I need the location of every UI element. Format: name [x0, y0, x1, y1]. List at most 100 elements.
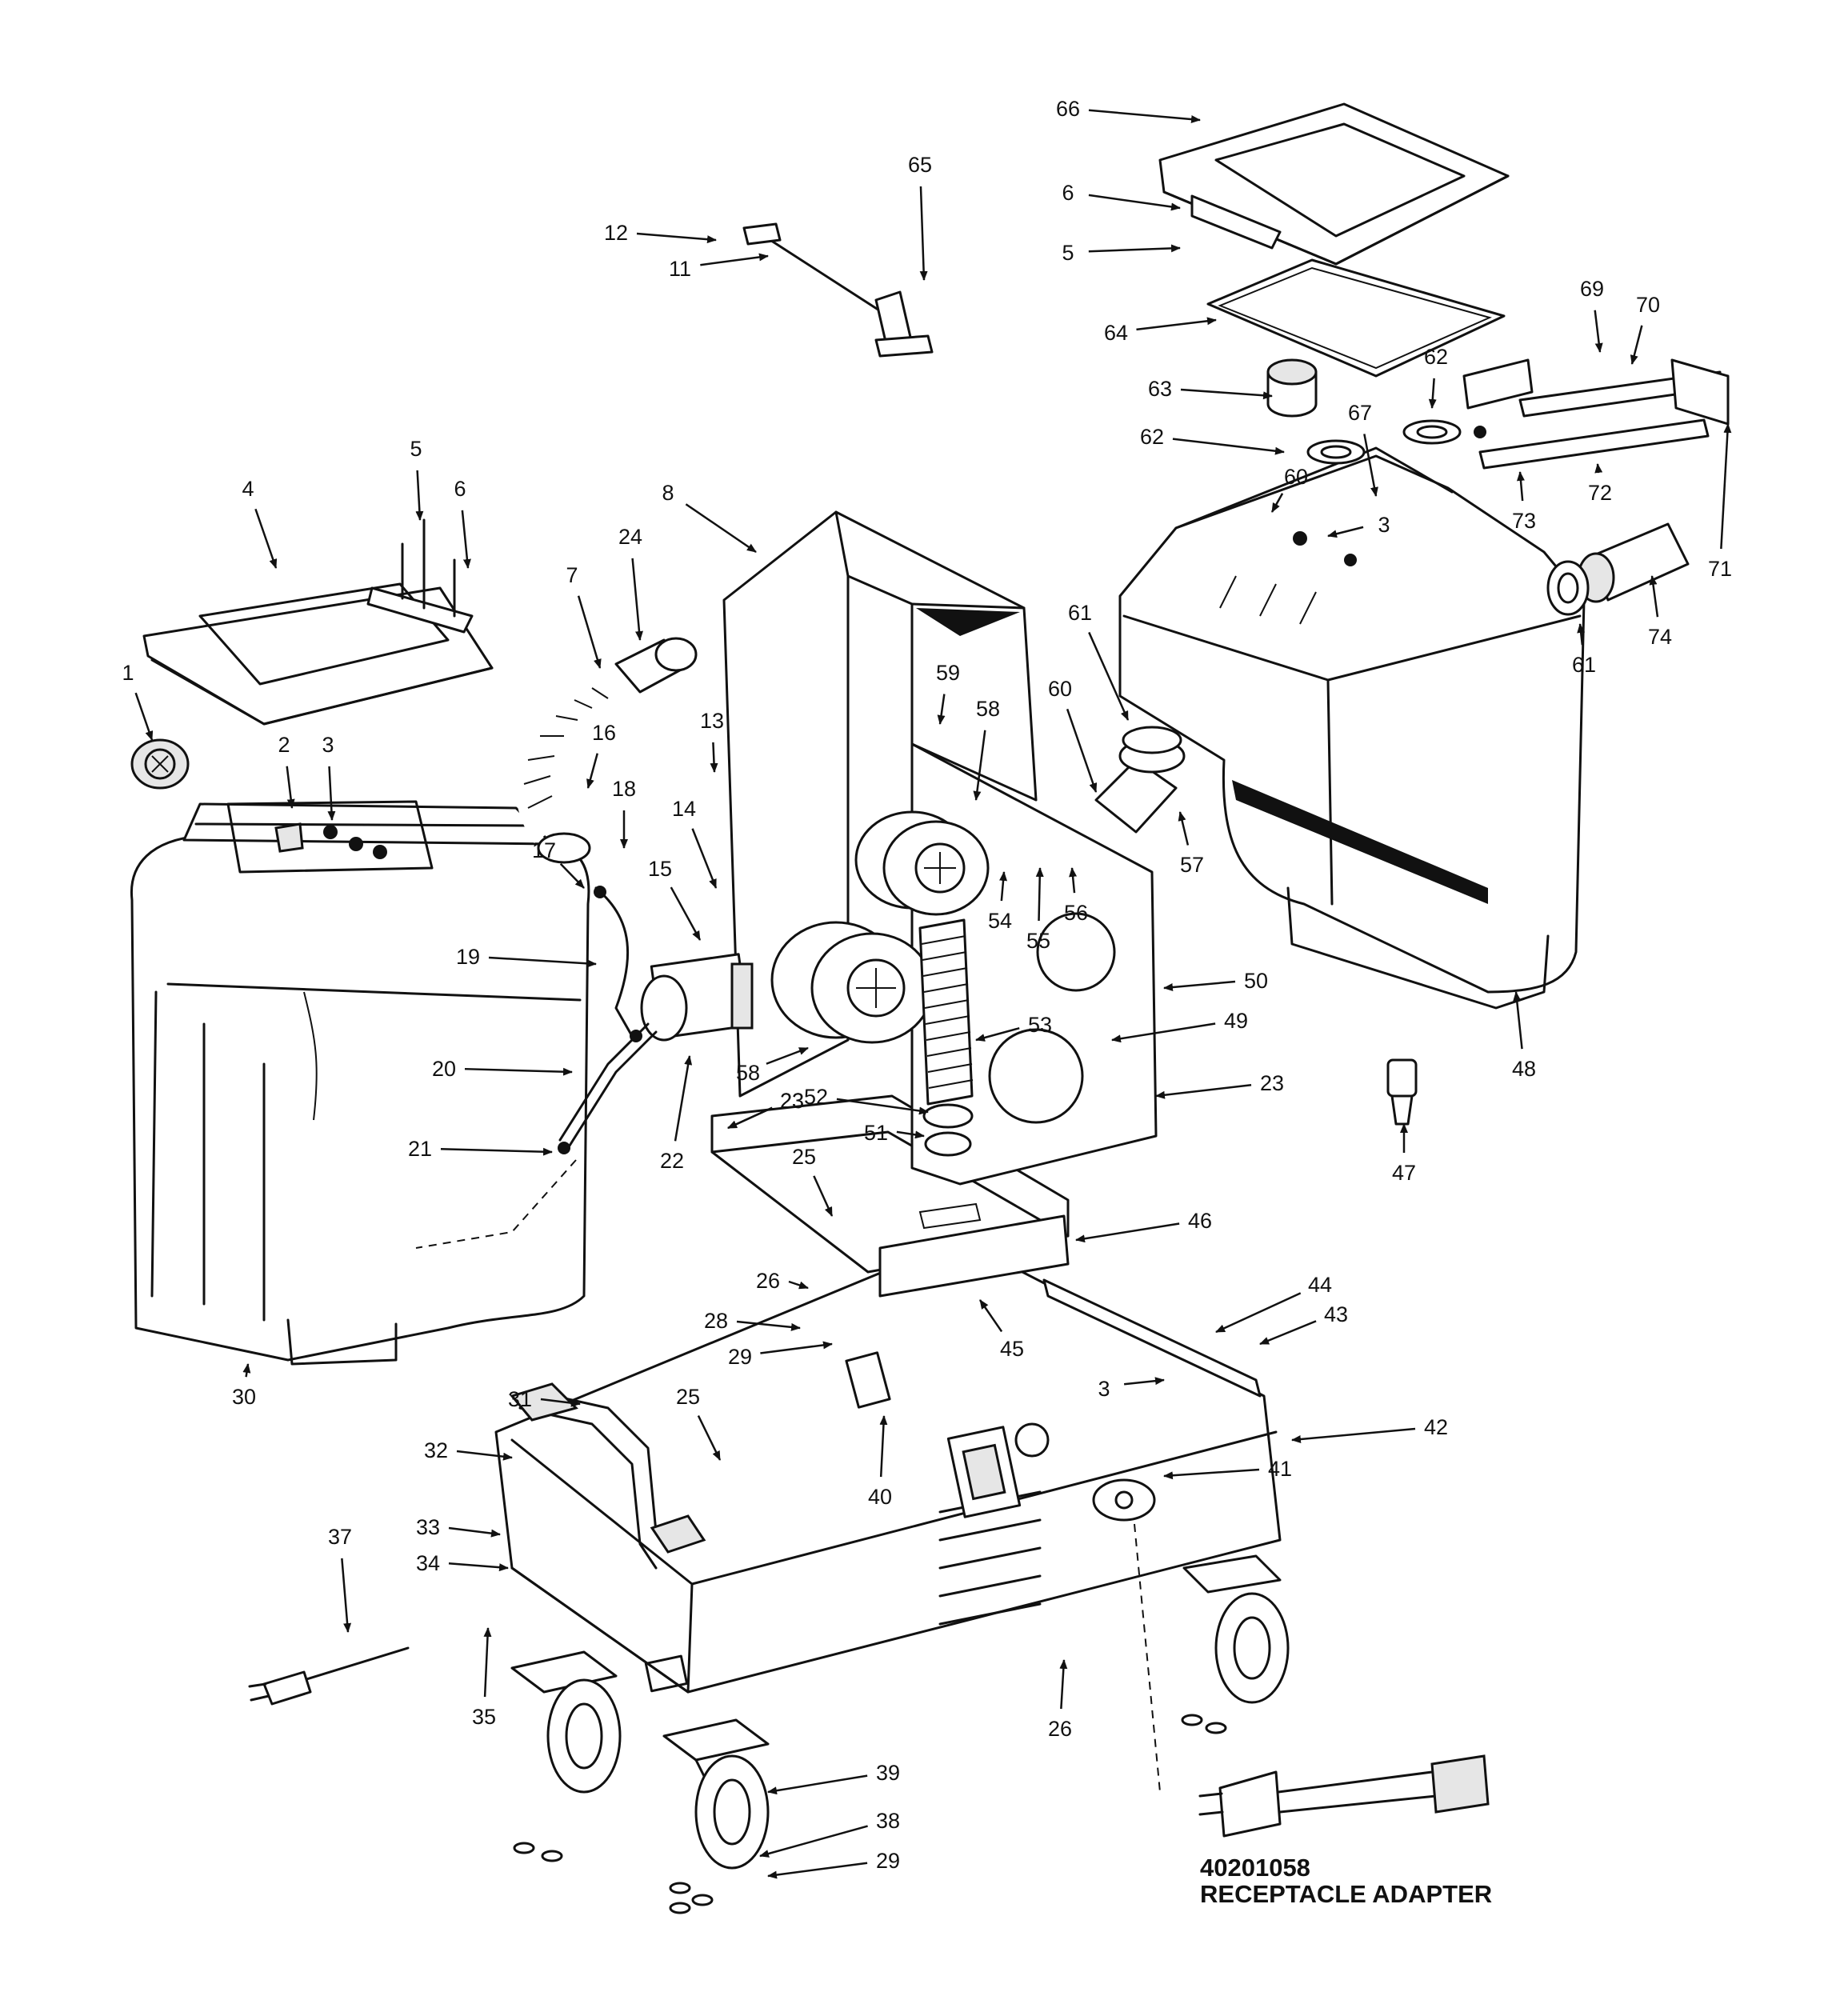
callout-leader-45	[978, 1299, 1003, 1333]
callout-leader-71	[1720, 423, 1732, 550]
callout-label-69: 69	[1580, 277, 1604, 301]
callout-label-18: 18	[612, 777, 636, 801]
caster-washers	[513, 1714, 1227, 1914]
switch-panel	[946, 1422, 1050, 1518]
callout-leader-63	[1180, 388, 1273, 400]
callout-label-44: 44	[1308, 1273, 1332, 1297]
callout-label-15: 15	[648, 857, 672, 881]
callout-label-52: 52	[804, 1085, 828, 1109]
callout-leader-29	[760, 1341, 833, 1354]
mounting-bar	[1042, 1278, 1262, 1398]
fittings-62-63	[1266, 358, 1462, 465]
callout-label-56: 56	[1064, 901, 1088, 925]
callout-leader-1	[134, 692, 154, 741]
callout-label-26: 26	[1048, 1717, 1072, 1741]
vacuum-motor-upper	[854, 810, 990, 916]
callout-label-51: 51	[864, 1121, 888, 1145]
callout-leader-61	[1088, 631, 1130, 721]
callout-label-29: 29	[728, 1345, 752, 1369]
callout-leader-23	[727, 1106, 773, 1130]
callout-leader-28	[736, 1320, 801, 1331]
callout-label-55: 55	[1026, 929, 1050, 953]
callout-leader-4	[254, 508, 278, 569]
power-cord	[248, 1646, 410, 1706]
flex-hose-7	[515, 637, 698, 864]
lid-gasket	[1206, 258, 1506, 378]
callout-label-5: 5	[410, 437, 422, 461]
left-tank-lid	[142, 518, 494, 726]
callout-label-31: 31	[508, 1387, 532, 1411]
shutoff-float	[130, 738, 190, 790]
callout-label-25: 25	[676, 1385, 700, 1409]
callout-label-74: 74	[1648, 625, 1672, 649]
callout-leader-20	[464, 1067, 573, 1076]
callout-label-64: 64	[1104, 321, 1128, 345]
callout-label-7: 7	[566, 563, 578, 587]
callout-label-65: 65	[908, 153, 932, 177]
callout-leader-48	[1513, 991, 1523, 1050]
callout-leader-25	[813, 1175, 834, 1217]
callout-label-4: 4	[242, 477, 254, 501]
callout-leader-21	[440, 1147, 553, 1156]
callout-leader-31	[540, 1398, 581, 1407]
callout-label-53: 53	[1028, 1013, 1052, 1037]
callout-label-3: 3	[1378, 513, 1390, 537]
callout-label-61: 61	[1068, 601, 1092, 625]
caster-rear-left	[510, 1650, 622, 1794]
callout-leader-70	[1630, 325, 1643, 365]
callout-leader-24	[631, 558, 643, 641]
callout-label-45: 45	[1000, 1337, 1024, 1361]
callout-leader-19	[488, 956, 597, 968]
callout-leader-50	[1163, 980, 1236, 991]
side-fitting-60	[1094, 726, 1186, 834]
callout-label-63: 63	[1148, 377, 1172, 401]
callout-label-11: 11	[669, 257, 691, 281]
callout-label-17: 17	[532, 838, 556, 862]
callout-label-73: 73	[1512, 509, 1536, 533]
switch-40	[845, 1351, 891, 1409]
callout-leader-73	[1516, 471, 1525, 502]
callout-leader-7	[577, 595, 602, 669]
pump	[640, 953, 754, 1042]
callout-leader-5	[1088, 244, 1181, 253]
callout-leader-58	[973, 730, 986, 801]
callout-leader-46	[1075, 1222, 1180, 1243]
callout-label-37: 37	[328, 1525, 352, 1549]
callout-leader-34	[448, 1562, 509, 1572]
callout-label-23: 23	[780, 1089, 804, 1113]
mounting-bracket-71	[1462, 358, 1730, 470]
callout-leader-56	[1069, 867, 1078, 894]
callout-leader-74	[1649, 575, 1659, 618]
callout-label-67: 67	[1348, 401, 1372, 425]
callout-label-34: 34	[416, 1551, 440, 1575]
motor-mount-plate	[710, 1094, 1070, 1298]
callout-label-66: 66	[1056, 97, 1080, 121]
callout-leader-13	[710, 742, 718, 773]
callout-leader-3	[1327, 526, 1364, 538]
callout-label-6: 6	[1062, 181, 1074, 205]
callout-label-59: 59	[936, 661, 960, 685]
callout-label-60: 60	[1284, 465, 1308, 489]
callout-label-14: 14	[672, 797, 696, 821]
callout-leader-67	[1363, 434, 1378, 497]
callout-label-41: 41	[1268, 1457, 1292, 1481]
callout-leader-43	[1259, 1320, 1317, 1346]
receptacle-41	[1092, 1478, 1156, 1522]
callout-leader-26	[1059, 1659, 1068, 1710]
callout-label-58: 58	[736, 1061, 760, 1085]
callout-leader-42	[1291, 1427, 1416, 1443]
callout-label-72: 72	[1588, 481, 1612, 505]
callout-label-48: 48	[1512, 1057, 1536, 1081]
callout-leader-30	[242, 1363, 251, 1378]
callout-leader-35	[483, 1627, 492, 1698]
right-tank-lid	[1158, 102, 1510, 266]
callout-label-29: 29	[876, 1849, 900, 1873]
callout-label-60: 60	[1048, 677, 1072, 701]
callout-label-46: 46	[1188, 1209, 1212, 1233]
callout-leader-61	[1577, 623, 1586, 646]
pump-hoses	[558, 886, 658, 1154]
callout-leader-58	[766, 1046, 809, 1065]
callout-leader-69	[1594, 310, 1603, 353]
callout-label-26: 26	[756, 1269, 780, 1293]
